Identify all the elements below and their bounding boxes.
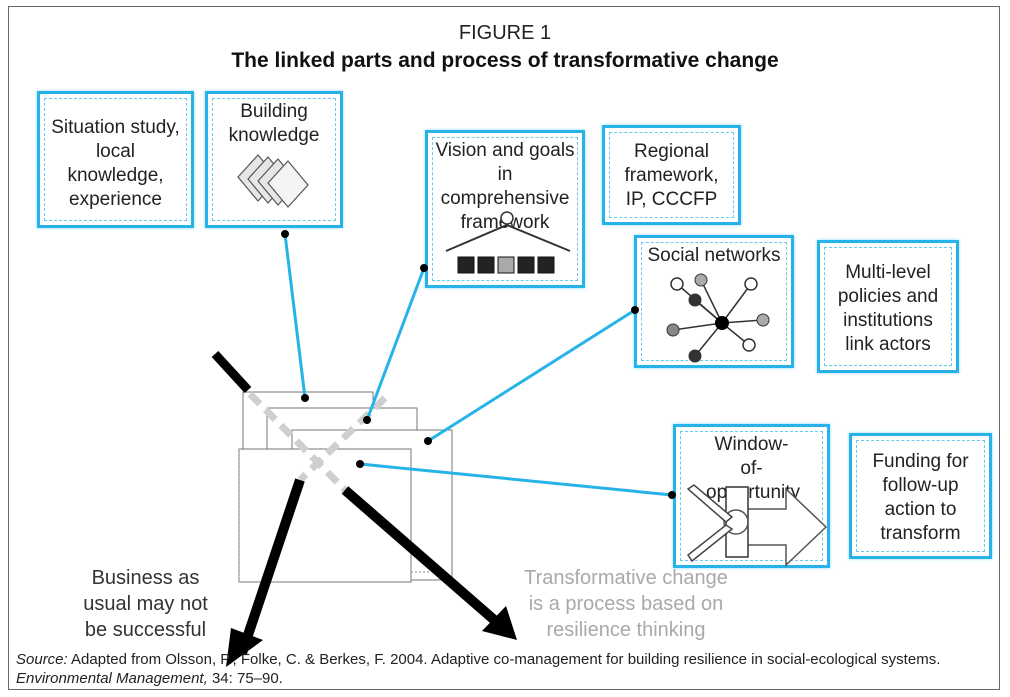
business-as-usual-arrow (226, 478, 305, 667)
dashed-paths (247, 391, 388, 493)
multilevel-policies-box: Multi-level policies and institutions li… (817, 240, 959, 373)
multilevel-policies-text: Multi-level policies and institutions li… (837, 262, 939, 355)
hierarchy-icon (445, 211, 571, 274)
top-arrow-tail (211, 350, 252, 394)
source-prefix: Source: (16, 651, 68, 668)
connector-dots (281, 230, 676, 499)
social-networks-box: Social networks (634, 235, 794, 368)
network-icon (666, 273, 770, 363)
documents-icon (237, 154, 309, 208)
source-text: Adapted from Olsson, P., Folke, C. & Ber… (71, 651, 941, 668)
figure-frame (8, 6, 1000, 690)
transformative-change-arrow (341, 486, 517, 640)
building-knowledge-text: Building knowledge (228, 101, 320, 146)
vision-goals-box: Vision and goals in comprehensive framew… (425, 130, 585, 288)
regional-framework-text: Regional framework, IP, CCCFP (624, 141, 719, 210)
situation-box: Situation study, local knowledge, experi… (37, 91, 194, 228)
funding-text: Funding for follow-up action to transfor… (872, 451, 969, 544)
situation-text: Situation study, local knowledge, experi… (51, 117, 180, 210)
source-issue: 34: 75–90. (211, 670, 283, 687)
source-journal: Environmental Management, (16, 670, 208, 687)
stacked-pages (238, 391, 453, 583)
figure-label: FIGURE 1 (458, 22, 552, 44)
funding-box: Funding for follow-up action to transfor… (849, 433, 992, 559)
transformative-change-label: Transformative change is a process based… (524, 567, 728, 641)
business-as-usual-label: Business as usual may not be successful (83, 567, 208, 641)
vision-goals-text: Vision and goals in comprehensive framew… (435, 140, 575, 233)
social-networks-text: Social networks (647, 245, 781, 266)
building-knowledge-box: Building knowledge (205, 91, 343, 228)
connectors (283, 233, 673, 497)
figure-title: The linked parts and process of transfor… (231, 49, 779, 72)
source-note: Source: Adapted from Olsson, P., Folke, … (16, 650, 976, 688)
window-arrow-icon (686, 484, 828, 567)
regional-framework-box: Regional framework, IP, CCCFP (602, 125, 741, 225)
